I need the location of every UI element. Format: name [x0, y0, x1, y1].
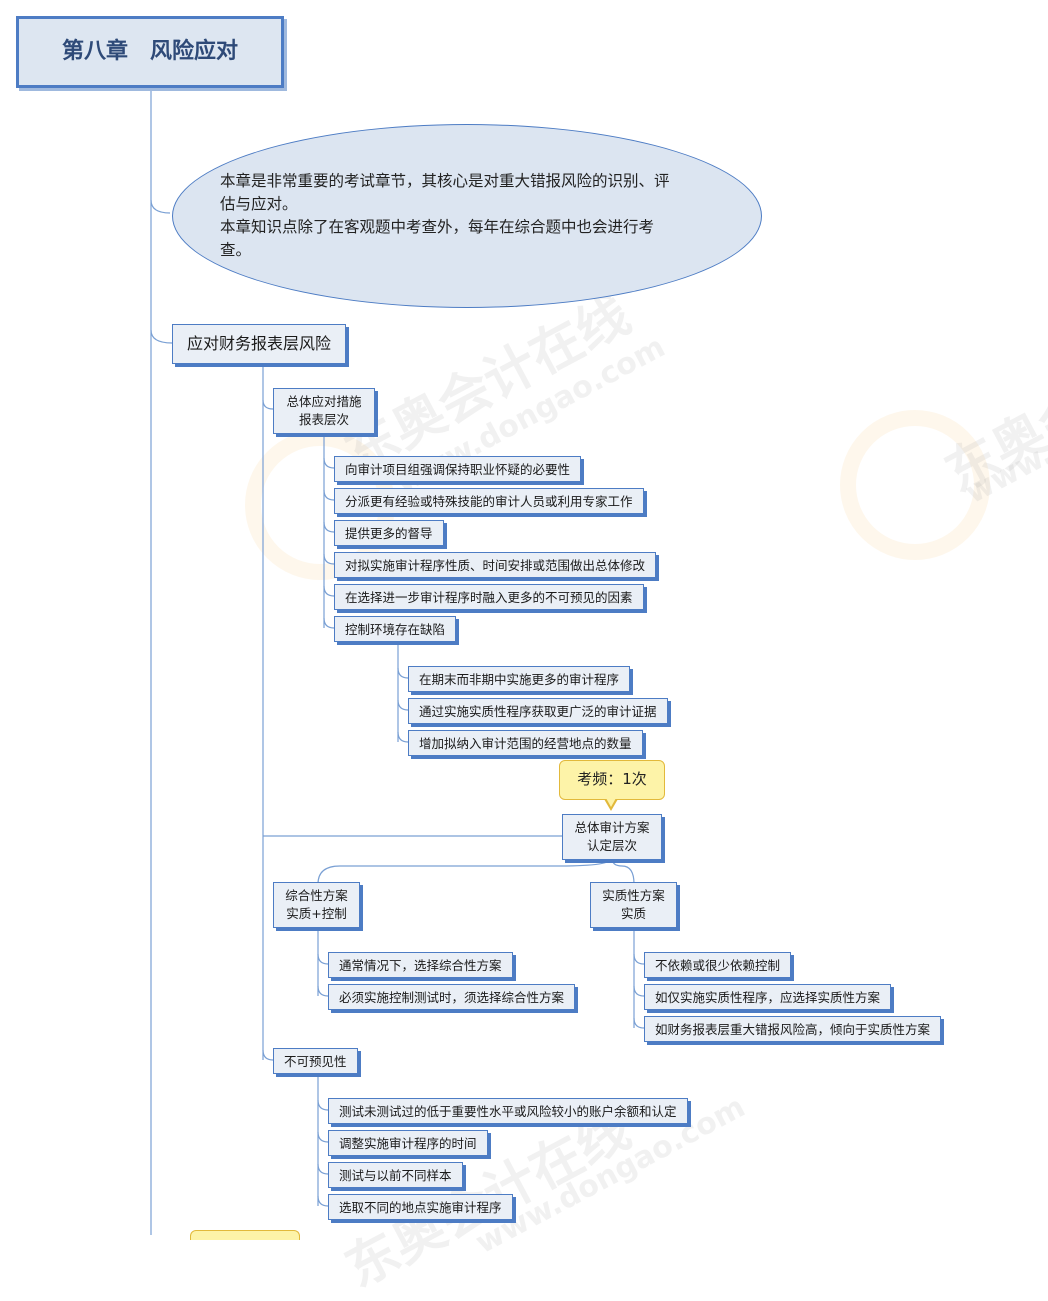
intro-text: 本章是非常重要的考试章节，其核心是对重大错报风险的识别、评 估与应对。 本章知识… — [220, 170, 720, 262]
branch-overall-measures — [262, 399, 274, 410]
control-defect-item[interactable]: 增加拟纳入审计范围的经营地点的数量 — [408, 730, 643, 756]
measure-item[interactable]: 在选择进一步审计程序时融入更多的不可预见的因素 — [334, 584, 644, 610]
overall-plan-node[interactable]: 总体审计方案 认定层次 — [562, 814, 662, 860]
comprehensive-plan-node[interactable]: 综合性方案 实质+控制 — [273, 882, 360, 928]
chapter-title[interactable]: 第八章 风险应对 — [16, 16, 284, 88]
measure-item[interactable]: 分派更有经验或特殊技能的审计人员或利用专家工作 — [334, 488, 644, 514]
node-line: 报表层次 — [298, 412, 349, 427]
unpredictability-node[interactable]: 不可预见性 — [273, 1048, 358, 1074]
intro-line: 本章知识点除了在客观题中考查外，每年在综合题中也会进行考 — [220, 218, 655, 236]
substantive-item[interactable]: 不依赖或很少依赖控制 — [644, 952, 792, 978]
branch-intro — [150, 199, 171, 214]
plan-split-right — [611, 857, 635, 885]
node-line: 总体审计方案 — [574, 820, 650, 835]
measure-item[interactable]: 提供更多的督导 — [334, 520, 444, 546]
connector-lines — [150, 88, 645, 1235]
exam-frequency-callout[interactable]: 考频：1次 — [559, 760, 665, 800]
branch-main-topic — [150, 329, 173, 344]
substantive-plan-node[interactable]: 实质性方案 实质 — [590, 882, 677, 928]
unpredictability-item[interactable]: 测试与以前不同样本 — [328, 1162, 463, 1188]
branch-unpredictability — [262, 1049, 274, 1061]
substantive-item[interactable]: 如财务报表层重大错报风险高，倾向于实质性方案 — [644, 1016, 942, 1042]
measure-item[interactable]: 对拟实施审计程序性质、时间安排或范围做出总体修改 — [334, 552, 657, 578]
callout-pointer-fill — [606, 798, 616, 807]
node-line: 实质性方案 — [602, 888, 665, 903]
unpredictability-item[interactable]: 测试未测试过的低于重要性水平或风险较小的账户余额和认定 — [328, 1098, 688, 1124]
intro-line: 本章是非常重要的考试章节，其核心是对重大错报风险的识别、评 — [220, 172, 670, 190]
control-defect-node[interactable]: 控制环境存在缺陷 — [334, 616, 457, 642]
substantive-item[interactable]: 如仅实施实质性程序，应选择实质性方案 — [644, 984, 892, 1010]
plan-split-left — [317, 857, 613, 885]
overall-measures-node[interactable]: 总体应对措施 报表层次 — [273, 388, 375, 434]
node-line: 实质 — [620, 906, 646, 921]
comprehensive-item[interactable]: 通常情况下，选择综合性方案 — [328, 952, 513, 978]
next-callout-peek — [190, 1230, 300, 1240]
measure-item[interactable]: 向审计项目组强调保持职业怀疑的必要性 — [334, 456, 582, 482]
node-line: 综合性方案 — [285, 888, 348, 903]
main-topic-node[interactable]: 应对财务报表层风险 — [172, 324, 347, 364]
node-line: 实质+控制 — [286, 906, 347, 921]
control-defect-item[interactable]: 在期末而非期中实施更多的审计程序 — [408, 666, 631, 692]
intro-bubble[interactable] — [172, 124, 762, 308]
comprehensive-item[interactable]: 必须实施控制测试时，须选择综合性方案 — [328, 984, 576, 1010]
unpredictability-item[interactable]: 调整实施审计程序的时间 — [328, 1130, 488, 1156]
control-defect-item[interactable]: 通过实施实质性程序获取更广泛的审计证据 — [408, 698, 668, 724]
intro-line: 查。 — [220, 241, 252, 259]
unpredictability-item[interactable]: 选取不同的地点实施审计程序 — [328, 1194, 513, 1220]
node-line: 总体应对措施 — [286, 394, 362, 409]
intro-line: 估与应对。 — [220, 195, 298, 213]
node-line: 认定层次 — [586, 838, 637, 853]
